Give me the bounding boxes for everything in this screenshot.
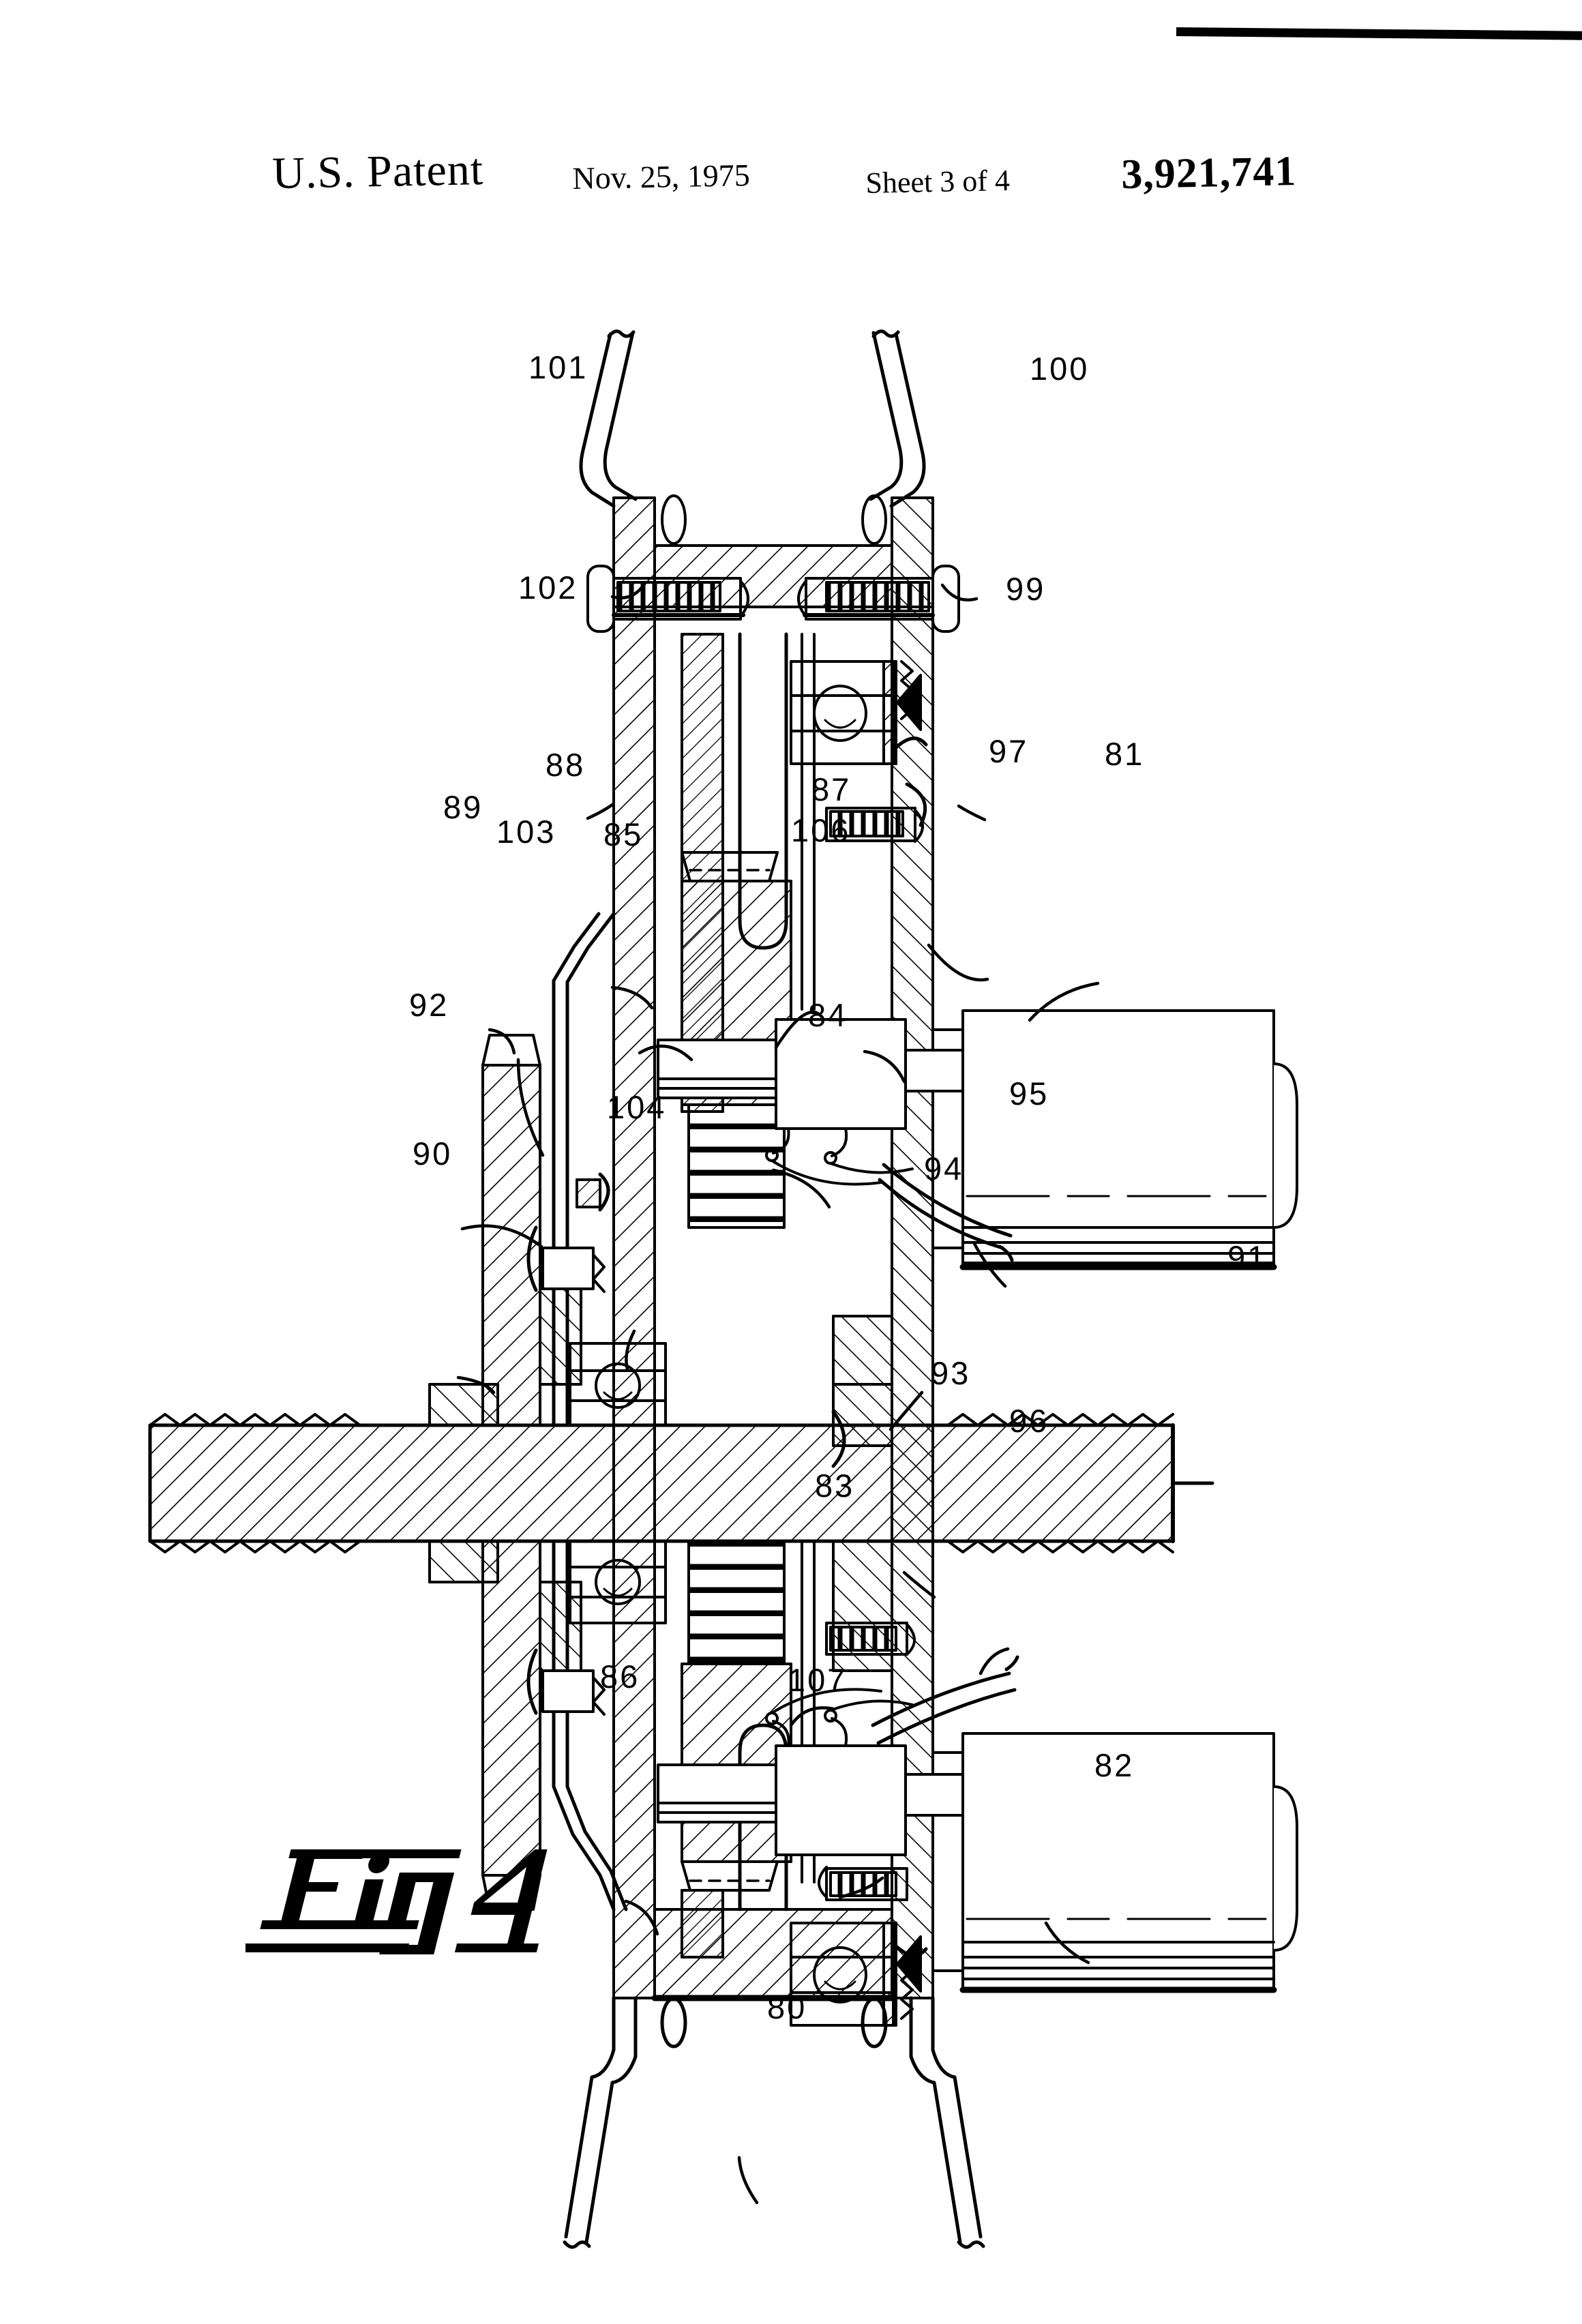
lower-sensor-block-107	[657, 1688, 976, 1901]
ref-numeral-99: 99	[1006, 571, 1046, 607]
ref-numeral-89: 89	[443, 789, 483, 825]
ref-numeral-94: 94	[924, 1150, 964, 1187]
upper-snap-ring-97	[825, 782, 927, 843]
ref-numeral-85: 85	[603, 816, 644, 852]
scan-artifact-bar	[1176, 27, 1582, 40]
ref-numeral-106: 106	[791, 812, 851, 848]
ref-numeral-90: 90	[413, 1135, 453, 1172]
patent-number: 3,921,741	[1120, 148, 1297, 198]
ref-numeral-93: 93	[931, 1355, 971, 1391]
upper-fasteners	[586, 565, 960, 633]
ref-numeral-97: 97	[989, 733, 1029, 769]
figure-caption	[245, 1834, 600, 1991]
ref-numeral-82: 82	[1094, 1747, 1135, 1783]
upper-lead-wires	[579, 329, 926, 508]
spacer-ring-93	[825, 1540, 916, 1672]
ref-numeral-100: 100	[1030, 351, 1090, 387]
patent-issue-date: Nov. 25, 1975	[572, 158, 751, 196]
ref-numeral-104: 104	[607, 1089, 667, 1125]
upper-bearing-block	[790, 660, 928, 765]
ref-numeral-102: 102	[518, 569, 578, 606]
sheet-number-label: Sheet 3 of 4	[865, 163, 1011, 200]
lower-motor-82	[871, 1655, 1298, 1993]
ref-numeral-87: 87	[811, 771, 852, 807]
ref-numeral-92: 92	[409, 987, 449, 1023]
ref-numeral-83: 83	[815, 1468, 855, 1504]
ref-numeral-88: 88	[546, 747, 586, 783]
ref-numeral-96: 96	[1009, 1403, 1049, 1439]
ref-numeral-107: 107	[788, 1662, 848, 1698]
central-threaded-shaft-91	[148, 1413, 1214, 1553]
patent-office-title: U.S. Patent	[271, 145, 484, 199]
ref-numeral-103: 103	[496, 814, 556, 850]
ref-numeral-84: 84	[808, 997, 848, 1033]
figure-4-drawing	[0, 225, 1582, 2271]
ref-numeral-86: 86	[600, 1658, 640, 1695]
ref-numeral-101: 101	[528, 349, 588, 385]
ref-numeral-91: 91	[1227, 1239, 1268, 1275]
sheet-header: U.S. Patent Nov. 25, 1975 Sheet 3 of 4 3…	[0, 145, 1582, 222]
ref-numeral-80: 80	[767, 1989, 807, 2025]
lower-lead-wires	[563, 1996, 985, 2249]
upper-sensor-block-106	[657, 1018, 976, 1186]
leader-lines	[456, 581, 1100, 2205]
upper-motor-81	[878, 1009, 1298, 1270]
ref-numeral-81: 81	[1105, 736, 1145, 772]
ref-numeral-95: 95	[1009, 1075, 1049, 1112]
